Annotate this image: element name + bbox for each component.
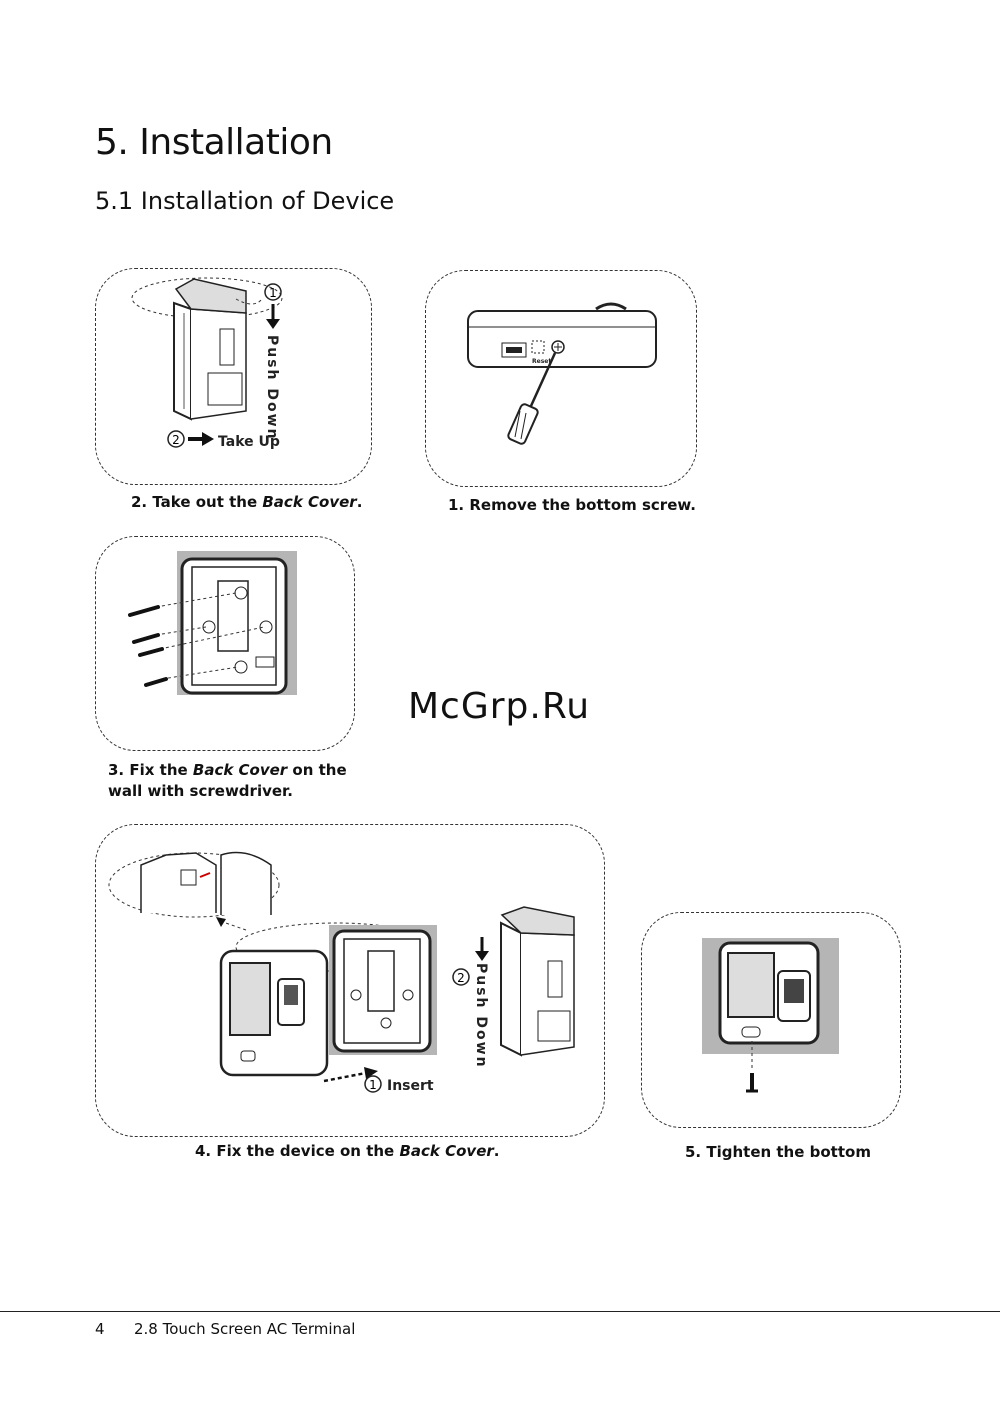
step3-caption: 3. Fix the Back Cover on the wall with s…	[108, 761, 347, 800]
footer-doc-title: 2.8 Touch Screen AC Terminal	[134, 1320, 356, 1338]
step2-caption: 2. Take out the Back Cover.	[131, 493, 363, 511]
step3-diagram-panel	[95, 536, 355, 751]
step3-back-cover-illustration	[128, 551, 297, 695]
step4-assembly-illustration	[108, 851, 575, 1083]
step1-reset-label: Reset	[532, 358, 551, 365]
footer-divider	[0, 1311, 1000, 1312]
page-title: 5. Installation	[95, 122, 333, 163]
section-subtitle: 5.1 Installation of Device	[95, 187, 395, 215]
watermark-text: McGrp.Ru	[408, 686, 591, 727]
step1-device-illustration: Reset	[467, 302, 657, 445]
step4-caption: 4. Fix the device on the Back Cover.	[195, 1142, 500, 1160]
step4-push-down-label: Push Down	[473, 963, 489, 1069]
step5-diagram-panel	[641, 912, 901, 1128]
step2-diagram-panel: 1 2 Take Up Push Down	[95, 268, 372, 485]
footer-page-number: 4	[95, 1320, 105, 1338]
step2-push-down-label: Push Down	[264, 335, 280, 441]
step1-diagram-panel: Reset	[425, 270, 697, 487]
step1-caption: 1. Remove the bottom screw.	[448, 496, 696, 514]
step5-caption: 5. Tighten the bottom	[685, 1143, 871, 1161]
step2-device-illustration	[131, 277, 283, 421]
step4-diagram-panel: 2 1 Insert Push Down	[95, 824, 605, 1137]
step5-device-illustration	[702, 938, 839, 1093]
